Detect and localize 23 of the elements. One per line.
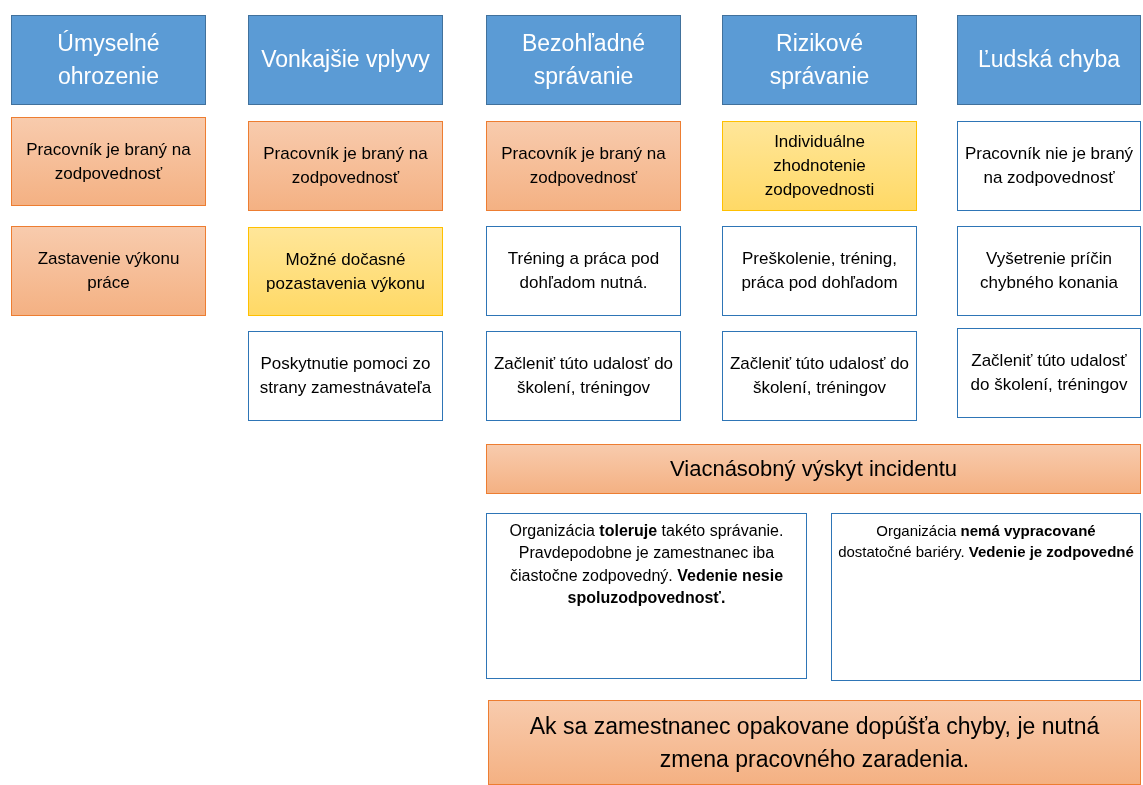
action-box: Začleniť túto udalosť do školení, tréningov xyxy=(722,331,917,421)
category-header: Úmyselné ohrozenie xyxy=(11,15,206,105)
outcome-box: Individuálne zhodnotenie zodpovednosti xyxy=(722,121,917,211)
action-box: Organizácia toleruje takéto správanie. Pravdepodobne je zamestnanec iba čiastočne zodpovedný. Vedenie nesie spoluzodpovednosť. xyxy=(486,513,807,679)
outcome-box: Zastavenie výkonu práce xyxy=(11,226,206,316)
outcome-box: Ak sa zamestnanec opakovane dopúšťa chyby, je nutná zmena pracovného zaradenia. xyxy=(488,700,1141,785)
outcome-box: Viacnásobný výskyt incidentu xyxy=(486,444,1141,494)
action-box: Organizácia nemá vypracované dostatočné bariéry. Vedenie je zodpovedné xyxy=(831,513,1141,681)
category-header: Rizikové správanie xyxy=(722,15,917,105)
action-box: Začleniť túto udalosť do školení, tréningov xyxy=(486,331,681,421)
action-box: Vyšetrenie príčin chybného konania xyxy=(957,226,1141,316)
outcome-box: Pracovník je braný na zodpovednosť xyxy=(11,117,206,206)
category-header: Bezohľadné správanie xyxy=(486,15,681,105)
outcome-box: Pracovník je braný na zodpovednosť xyxy=(486,121,681,211)
outcome-box: Pracovník je braný na zodpovednosť xyxy=(248,121,443,211)
action-box: Pracovník nie je braný na zodpovednosť xyxy=(957,121,1141,211)
outcome-box: Možné dočasné pozastavenia výkonu xyxy=(248,227,443,316)
action-box: Začleniť túto udalosť do školení, tréningov xyxy=(957,328,1141,418)
action-box: Tréning a práca pod dohľadom nutná. xyxy=(486,226,681,316)
category-header: Vonkajšie vplyvy xyxy=(248,15,443,105)
category-header: Ľudská chyba xyxy=(957,15,1141,105)
action-box: Preškolenie, tréning, práca pod dohľadom xyxy=(722,226,917,316)
action-box: Poskytnutie pomoci zo strany zamestnávateľa xyxy=(248,331,443,421)
